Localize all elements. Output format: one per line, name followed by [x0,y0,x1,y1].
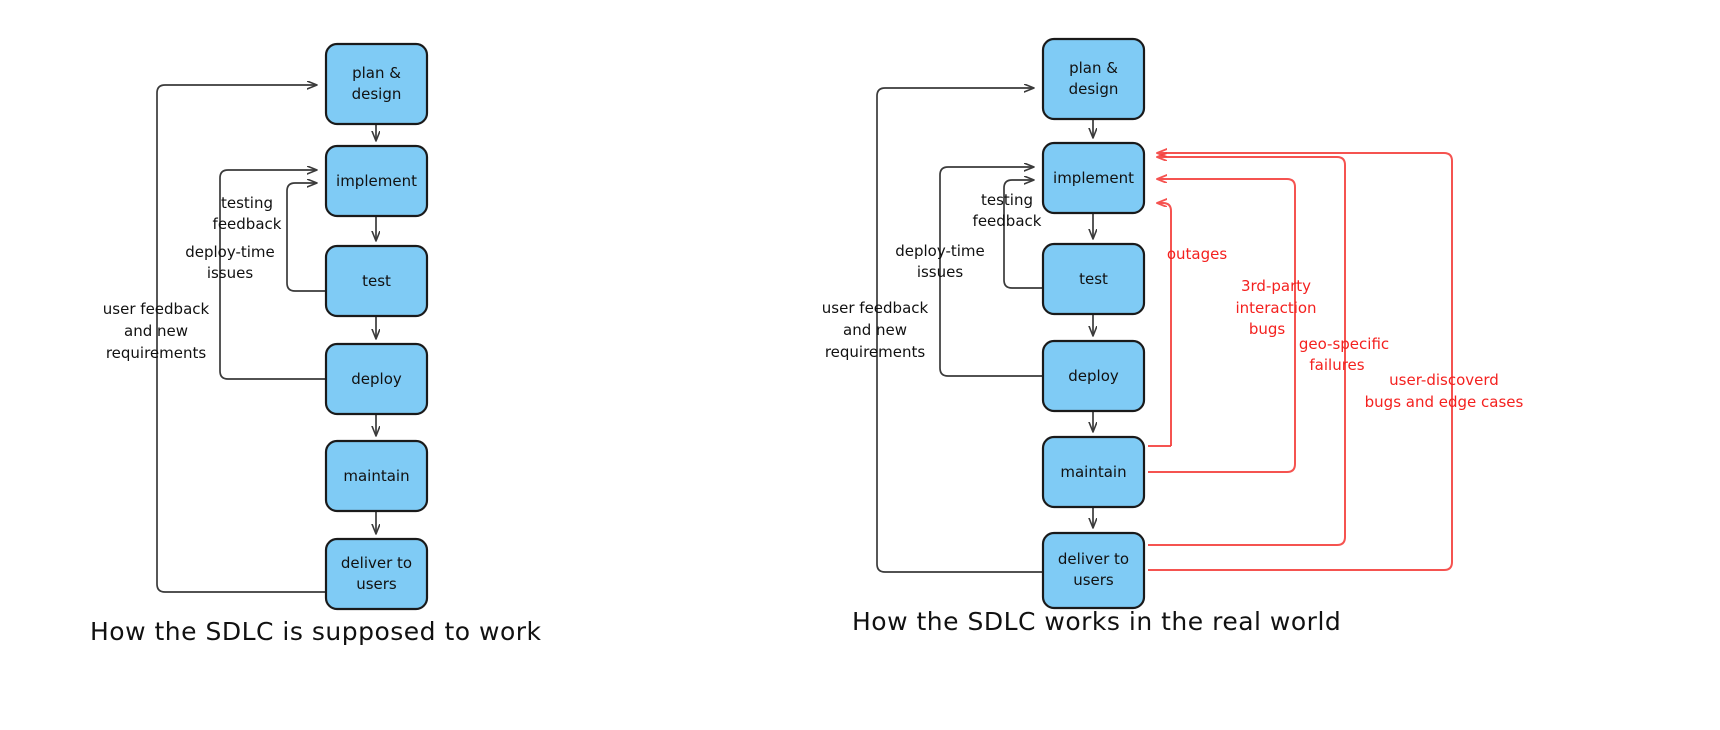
ideal-edge-labels: testing feedback deploy-time issues user… [103,194,282,362]
node-plan-design-box[interactable] [324,42,429,126]
node-implement-box[interactable] [324,144,429,218]
node-maintain-real-box[interactable] [1041,435,1146,509]
label-deploy-time-real-line1: deploy-time [895,242,985,260]
label-user-discovered-line2: bugs and edge cases [1365,393,1524,411]
node-plan-design-real-label-line2: design [1069,80,1119,98]
node-deploy-real[interactable]: deploy [1041,339,1146,413]
caption-real-world: How the SDLC works in the real world [852,607,1341,636]
node-deliver-real-label-line1: deliver to [1058,550,1129,568]
label-testing-feedback-real-line1: testing [981,191,1033,209]
node-deliver-to-users-real[interactable]: deliver to users [1041,531,1146,610]
node-implement-real[interactable]: implement [1041,141,1146,215]
node-test-real-label: test [1079,270,1108,288]
node-maintain-box[interactable] [324,439,429,513]
node-test-label: test [362,272,391,290]
edge-user-feedback-real [876,88,1043,573]
real-world-red-labels: outages 3rd-party interaction bugs geo-s… [1167,245,1524,411]
real-feedback-edges [876,88,1043,573]
node-test-real-box[interactable] [1041,242,1146,316]
edge-user-feedback [156,85,326,593]
node-maintain-real-label: maintain [1060,463,1126,481]
node-deploy[interactable]: deploy [324,342,429,416]
edge-geo-specific-failures [1148,157,1346,546]
node-plan-design-label-line1: plan & [352,64,401,82]
label-user-feedback-real-line1: user feedback [822,299,929,317]
node-plan-design-real-box[interactable] [1041,37,1146,121]
edge-testing-feedback [286,183,326,292]
node-implement-label: implement [336,172,417,190]
node-maintain[interactable]: maintain [324,439,429,513]
label-outages: outages [1167,245,1228,263]
label-user-feedback-line2: and new [124,322,188,340]
node-plan-design-label-line2: design [352,85,402,103]
ideal-nodes: plan & design implement test deploy [324,42,429,611]
label-geo-specific-line1: geo-specific [1299,335,1389,353]
ideal-feedback-edges [156,85,326,593]
real-edge-labels: testing feedback deploy-time issues user… [822,191,1042,361]
node-maintain-real[interactable]: maintain [1041,435,1146,509]
node-deliver-label-line2: users [356,575,397,593]
node-deploy-real-box[interactable] [1041,339,1146,413]
label-deploy-time-line1: deploy-time [185,243,275,261]
node-plan-design[interactable]: plan & design [324,42,429,126]
node-deliver-real-label-line2: users [1073,571,1114,589]
label-testing-feedback-line1: testing [221,194,273,212]
edge-outages [1158,203,1172,446]
label-testing-feedback-real-line2: feedback [973,212,1042,230]
label-3rd-party-line1: 3rd-party [1241,277,1311,295]
node-deliver-to-users-real-box[interactable] [1041,531,1146,610]
node-deliver-to-users-box[interactable] [324,537,429,611]
edge-testing-feedback-real [1003,180,1043,289]
node-deliver-to-users[interactable]: deliver to users [324,537,429,611]
edge-user-discovered-bugs [1148,153,1453,571]
node-deploy-real-label: deploy [1068,367,1119,385]
edge-3rd-party-interaction-bugs [1148,179,1296,473]
label-geo-specific-line2: failures [1309,356,1364,374]
caption-ideal: How the SDLC is supposed to work [90,617,542,646]
edge-deploy-time-issues-real [939,167,1043,377]
edge-deploy-time-issues [219,170,326,380]
node-maintain-label: maintain [343,467,409,485]
node-test[interactable]: test [324,244,429,318]
label-user-discovered-line1: user-discoverd [1389,371,1499,389]
node-implement-real-box[interactable] [1041,141,1146,215]
node-test-box[interactable] [324,244,429,318]
real-nodes: plan & design implement test deploy [1041,37,1146,610]
label-testing-feedback-line2: feedback [213,215,282,233]
label-user-feedback-real-line3: requirements [825,343,926,361]
node-deploy-label: deploy [351,370,402,388]
label-deploy-time-line2: issues [207,264,254,282]
node-plan-design-real-label-line1: plan & [1069,59,1118,77]
node-deliver-label-line1: deliver to [341,554,412,572]
node-implement-real-label: implement [1053,169,1134,187]
label-user-feedback-line1: user feedback [103,300,210,318]
label-3rd-party-line3: bugs [1249,320,1286,338]
label-user-feedback-real-line2: and new [843,321,907,339]
node-plan-design-real[interactable]: plan & design [1041,37,1146,121]
label-3rd-party-line2: interaction [1235,299,1316,317]
node-deploy-box[interactable] [324,342,429,416]
node-test-real[interactable]: test [1041,242,1146,316]
panel-real-world: plan & design implement test deploy [822,37,1524,636]
panel-ideal: plan & design implement test deploy [90,42,542,646]
real-world-red-edges [1148,153,1453,571]
label-user-feedback-line3: requirements [106,344,207,362]
label-deploy-time-real-line2: issues [917,263,964,281]
node-implement[interactable]: implement [324,144,429,218]
